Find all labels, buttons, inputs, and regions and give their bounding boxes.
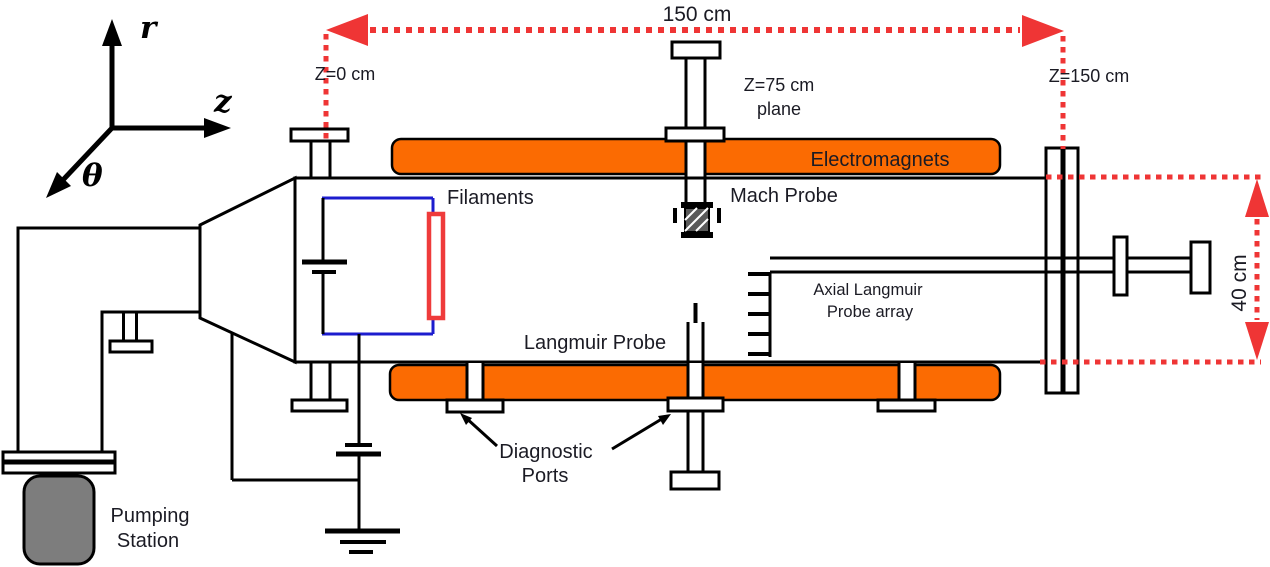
- langmuir-probe-end-flange: [669, 470, 721, 491]
- axial-probe-comb: [748, 272, 772, 357]
- pumping-section: [1, 226, 202, 566]
- dimension-150cm: [323, 14, 1066, 149]
- r-axis-label: r: [140, 10, 159, 46]
- diagnostic-ports: [289, 127, 937, 451]
- head-hatch: [695, 218, 709, 232]
- length-dimension-label: 150 cm: [663, 3, 732, 26]
- electromagnets-label: Electromagnets: [811, 149, 950, 171]
- mach-probe-port-flange: [664, 126, 726, 143]
- coil-gap: [467, 363, 483, 402]
- probe-drive-knob: [1189, 240, 1212, 295]
- pumping-station-body: [22, 474, 96, 566]
- head-cap: [681, 232, 713, 238]
- elbow-port-flange: [108, 339, 154, 354]
- coil-gap: [899, 363, 915, 402]
- z-axis-arrowhead-icon: [204, 118, 231, 138]
- diagnostic-ports-label-line2: Ports: [522, 465, 569, 487]
- theta-axis-arrow: [60, 126, 114, 183]
- dimension-arrowhead-up-icon: [1245, 179, 1269, 217]
- head-hatch: [684, 207, 709, 232]
- ground-symbol: [325, 528, 400, 554]
- z75-label-line2: plane: [757, 99, 801, 119]
- dimension-arrowhead-right-icon: [1022, 15, 1064, 47]
- mach-probe: [664, 40, 726, 238]
- langmuir-probe-label: Langmuir Probe: [524, 332, 666, 354]
- z0-label: Z=0 cm: [315, 64, 376, 84]
- end-flange-and-axial-array: [748, 146, 1212, 395]
- top-left-port-flange: [289, 127, 350, 143]
- coordinate-axes: r z θ: [46, 10, 233, 198]
- z150-label: Z=150 cm: [1049, 66, 1130, 86]
- theta-axis-arrowhead-icon: [46, 172, 71, 198]
- filament-element: [426, 211, 446, 321]
- bottom-port-flange: [290, 398, 349, 413]
- mach-probe-head: [673, 202, 721, 238]
- axial-array-label-line1: Axial Langmuir: [813, 281, 923, 299]
- pumping-station-label-line2: Station: [117, 530, 179, 552]
- langmuir-port-flange: [666, 396, 725, 413]
- z75-label-line1: Z=75 cm: [744, 75, 815, 95]
- head-cap: [681, 202, 713, 208]
- pointer-arrowhead-icon: [658, 414, 671, 425]
- probe-drive-flange: [1112, 235, 1129, 297]
- z-axis-label: z: [213, 84, 233, 120]
- theta-axis-label: θ: [82, 158, 103, 194]
- dimension-arrowhead-down-icon: [1245, 322, 1269, 360]
- axial-array-label-line2: Probe array: [827, 303, 914, 321]
- electromagnets: [388, 136, 1002, 402]
- filaments-label: Filaments: [447, 187, 534, 209]
- dimension-40cm: [1040, 174, 1269, 365]
- bottom-port-flange: [445, 398, 505, 414]
- text-labels: 150 cm Z=0 cm Z=75 cm plane Z=150 cm Ele…: [111, 3, 1251, 552]
- pumping-station-label-line1: Pumping: [111, 505, 190, 527]
- coil-gap: [687, 136, 704, 176]
- r-axis-arrowhead-icon: [102, 19, 122, 46]
- diagnostic-ports-pointer: [463, 415, 499, 448]
- coil-gap: [689, 363, 702, 402]
- diagnostic-ports-pointer: [611, 415, 666, 451]
- expansion-cone: [198, 175, 297, 365]
- head-hatch: [684, 207, 698, 221]
- pointer-arrowhead-icon: [460, 413, 472, 425]
- pump-flange-plate: [1, 461, 117, 475]
- filament-circuit: [230, 196, 446, 554]
- diameter-dimension-label: 40 cm: [1228, 254, 1251, 311]
- diagnostic-ports-label-line1: Diagnostic: [499, 441, 592, 463]
- bottom-port-flange: [876, 398, 937, 413]
- mach-probe-label: Mach Probe: [730, 185, 838, 207]
- langmuir-probe: [666, 303, 725, 491]
- pump-flange-plate: [1, 450, 117, 463]
- dimension-arrowhead-left-icon: [326, 14, 368, 46]
- mach-probe-top-flange: [670, 40, 722, 60]
